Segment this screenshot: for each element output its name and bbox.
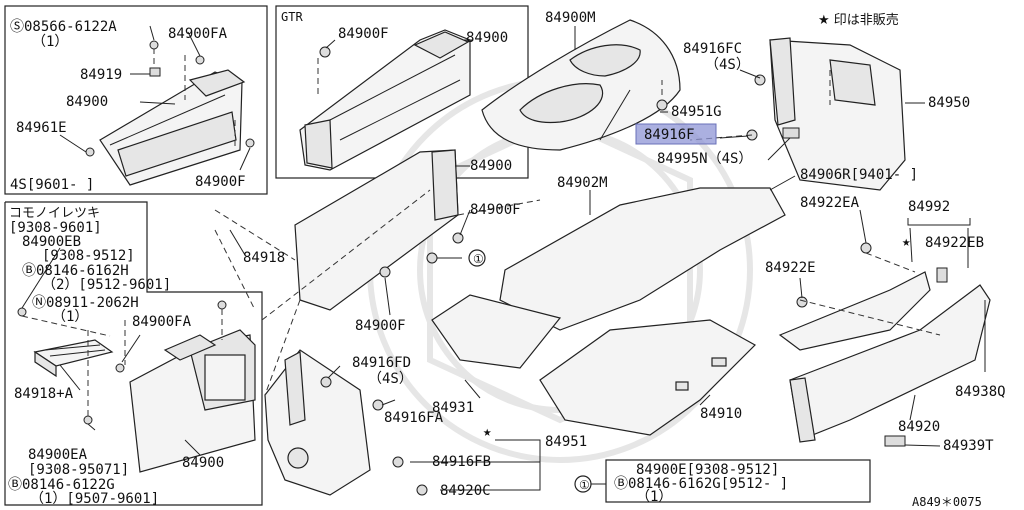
- label-84916FD-4s: （4S）: [368, 371, 413, 387]
- highlight-84916F: [635, 123, 717, 145]
- label-84922EB[interactable]: 84922EB: [925, 235, 984, 251]
- inset-gtr-title: GTR: [281, 10, 303, 24]
- part-84951: [264, 349, 371, 496]
- label-84939T[interactable]: 84939T: [943, 438, 994, 454]
- inset-box-left-lower: コモノイレツキ [9308-9601] 84900EB [9308-9512] …: [4, 201, 263, 507]
- label-84922EA[interactable]: 84922EA: [800, 195, 860, 211]
- label-84910[interactable]: 84910: [700, 406, 742, 422]
- fasteners-main: [320, 74, 948, 496]
- label-84992[interactable]: 84992: [908, 199, 950, 215]
- label-84916FB[interactable]: 84916FB: [432, 454, 491, 470]
- part-84910: [539, 319, 756, 436]
- star-marker-84951: ★: [483, 424, 492, 440]
- note-label-1: 84900E[9308-9512]: [636, 462, 779, 478]
- inset-ll-label-2: 84900EB: [22, 234, 81, 250]
- label-84931[interactable]: 84931: [432, 400, 474, 416]
- inset-box-gtr: GTR 84900F 84900: [275, 5, 529, 179]
- label-84920[interactable]: 84920: [898, 419, 940, 435]
- inset-tl-label-1: Ⓢ08566-6122A: [10, 19, 117, 35]
- inset-tl-label-4: 84919: [80, 67, 122, 83]
- label-84950[interactable]: 84950: [928, 95, 970, 111]
- inset-gtr-label-2: 84900: [466, 30, 508, 46]
- inset-tl-label-8: 84900F: [195, 174, 246, 190]
- inset-gtr-label-1: 84900F: [338, 26, 389, 42]
- inset-ll-label-7: （1）: [52, 309, 88, 325]
- inset-ll-label-1: [9308-9601]: [9, 220, 102, 236]
- inset-ll-label-13: （1）[9507-9601]: [30, 491, 159, 507]
- inset-ll-label-4: Ⓑ08146-6162H: [22, 263, 129, 279]
- label-84938Q[interactable]: 84938Q: [955, 384, 1006, 400]
- star-marker-84992: ★: [902, 234, 911, 250]
- inset-ll-label-5: （2）[9512-9601]: [42, 277, 171, 293]
- inset-ll-label-6: Ⓝ08911-2062H: [32, 295, 139, 311]
- label-84995N[interactable]: 84995N（4S）: [657, 151, 752, 167]
- part-84950: [769, 37, 906, 191]
- inset-ll-label-9: 84918+A: [14, 386, 74, 402]
- label-84902M[interactable]: 84902M: [557, 175, 608, 191]
- note-label-3: （1）: [636, 489, 672, 505]
- label-circle-1: ①: [473, 252, 484, 266]
- inset-ll-label-12: Ⓑ08146-6122G: [8, 477, 115, 493]
- label-84900-center[interactable]: 84900: [470, 158, 512, 174]
- inset-box-top-left: Ⓢ08566-6122A （1） 84900FA 84919 84900 849…: [4, 5, 268, 195]
- inset-ll-label-11: [9308-95071]: [28, 462, 129, 478]
- part-84931: [431, 294, 562, 369]
- label-84916FD[interactable]: 84916FD: [352, 355, 411, 371]
- inset-ll-title: コモノイレツキ: [9, 206, 100, 221]
- label-84900F-center[interactable]: 84900F: [470, 202, 521, 218]
- inset-ll-label-8: 84900FA: [132, 314, 192, 330]
- label-84918[interactable]: 84918: [243, 250, 285, 266]
- inset-ll-label-10: 84900EA: [28, 447, 88, 463]
- inset-ll-label-14: 84900: [182, 455, 224, 471]
- label-84922E[interactable]: 84922E: [765, 260, 816, 276]
- label-84920C[interactable]: 84920C: [440, 483, 491, 499]
- label-84916F[interactable]: 84916F: [644, 127, 695, 143]
- inset-tl-label-3: 84900FA: [168, 26, 228, 42]
- legend-star-note: ★ 印は非販売: [818, 12, 899, 28]
- inset-ll-label-3: [9308-9512]: [42, 248, 135, 264]
- diagram-code: A849＊0075: [912, 495, 982, 509]
- inset-tl-label-5: 84900: [66, 94, 108, 110]
- label-84951G[interactable]: 84951G: [671, 104, 722, 120]
- inset-tl-label-2: （1）: [32, 34, 68, 50]
- part-84992: [778, 271, 931, 351]
- label-84916FC-4s: （4S）: [705, 57, 750, 73]
- inset-tl-label-6: 84961E: [16, 120, 67, 136]
- note-circle-1: ①: [579, 478, 590, 492]
- part-84902M: [499, 187, 786, 331]
- label-84916FC[interactable]: 84916FC: [683, 41, 742, 57]
- part-84900-center: [294, 149, 459, 311]
- label-84900M[interactable]: 84900M: [545, 10, 596, 26]
- label-84916FA[interactable]: 84916FA: [384, 410, 444, 426]
- label-84906R[interactable]: 84906R[9401- ]: [800, 167, 918, 183]
- note-label-2: Ⓑ08146-6162G[9512- ]: [614, 476, 788, 492]
- label-84951[interactable]: 84951: [545, 434, 587, 450]
- part-84920: [789, 284, 991, 443]
- leader-lines: [229, 26, 986, 491]
- inset-tl-label-7: 4S[9601- ]: [10, 177, 94, 193]
- part-84900M: [481, 19, 681, 151]
- note-box-bottom: ① 84900E[9308-9512] Ⓑ08146-6162G[9512- ]…: [574, 459, 871, 505]
- circle-marker-1: [468, 249, 486, 267]
- label-84900F-lower[interactable]: 84900F: [355, 318, 406, 334]
